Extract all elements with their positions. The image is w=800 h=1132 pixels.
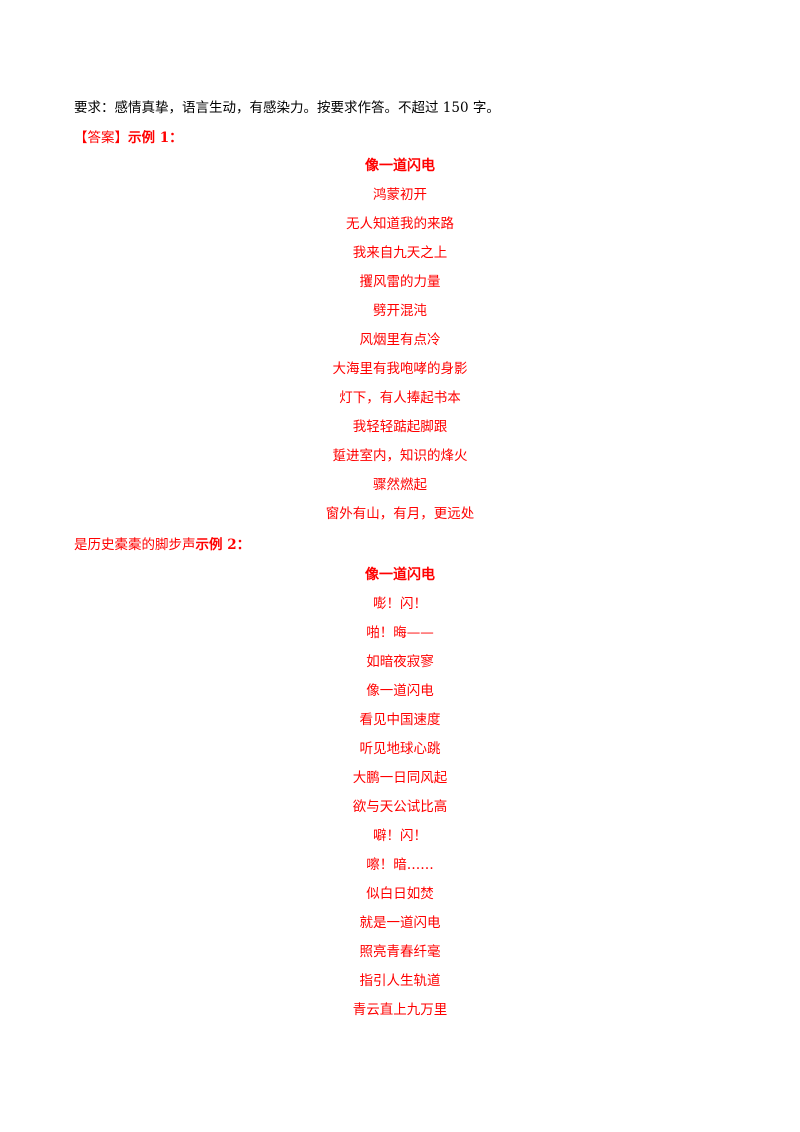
poem-title: 像一道闪电 — [365, 567, 435, 583]
poem-line: 窗外有山，有月，更远处 — [325, 506, 475, 522]
poem-example-2: 像一道闪电 嘭！闪！ 啪！晦—— 如暗夜寂寥 像一道闪电 看见中国速度 听见地球… — [0, 561, 800, 1025]
poem-line: 我来自九天之上 — [352, 245, 448, 261]
poem-line: 听见地球心跳 — [359, 741, 441, 757]
poem-line: 大海里有我咆哮的身影 — [332, 361, 468, 377]
poem-line: 照亮青春纤毫 — [359, 944, 441, 960]
example-2-label: 示例 2： — [195, 537, 251, 553]
example-2-heading: 是历史橐橐的脚步声示例 2： — [74, 535, 250, 555]
poem-line: 就是一道闪电 — [359, 915, 441, 931]
poem-line: 鸿蒙初开 — [373, 187, 427, 203]
example-1-label: 示例 1： — [128, 130, 183, 146]
poem-line: 风烟里有点冷 — [359, 332, 441, 348]
answer-label: 【答案】 — [74, 130, 128, 146]
poem-line: 像一道闪电 — [366, 683, 434, 699]
poem-line: 无人知道我的来路 — [346, 216, 454, 232]
poem-line: 如暗夜寂寥 — [366, 654, 434, 670]
poem-line: 攫风雷的力量 — [359, 274, 441, 290]
poem-line: 大鹏一日同风起 — [352, 770, 448, 786]
poem-line: 似白日如焚 — [366, 886, 434, 902]
poem-line: 指引人生轨道 — [359, 973, 441, 989]
poem-line: 青云直上九万里 — [352, 1002, 448, 1018]
poem-1-final-line: 是历史橐橐的脚步声 — [74, 537, 196, 553]
answer-heading: 【答案】示例 1： — [74, 128, 183, 148]
poem-line: 欲与天公试比高 — [352, 799, 448, 815]
requirement-text: 要求：感情真挚，语言生动，有感染力。按要求作答。不超过 150 字。 — [74, 100, 500, 116]
poem-line: 嘭！闪！ — [373, 596, 427, 612]
poem-line: 看见中国速度 — [359, 712, 441, 728]
poem-line: 灯下，有人捧起书本 — [339, 390, 461, 406]
poem-line: 噼！闪！ — [373, 828, 427, 844]
poem-line: 骤然燃起 — [373, 477, 427, 493]
poem-line: 我轻轻踮起脚跟 — [352, 419, 448, 435]
poem-line: 啪！晦—— — [366, 625, 434, 641]
poem-line: 劈开混沌 — [373, 303, 427, 319]
poem-title: 像一道闪电 — [365, 158, 435, 174]
poem-line: 踅进室内，知识的烽火 — [332, 448, 468, 464]
poem-example-1: 像一道闪电 鸿蒙初开 无人知道我的来路 我来自九天之上 攫风雷的力量 劈开混沌 … — [0, 152, 800, 529]
poem-line: 嚓！暗…… — [366, 857, 434, 873]
